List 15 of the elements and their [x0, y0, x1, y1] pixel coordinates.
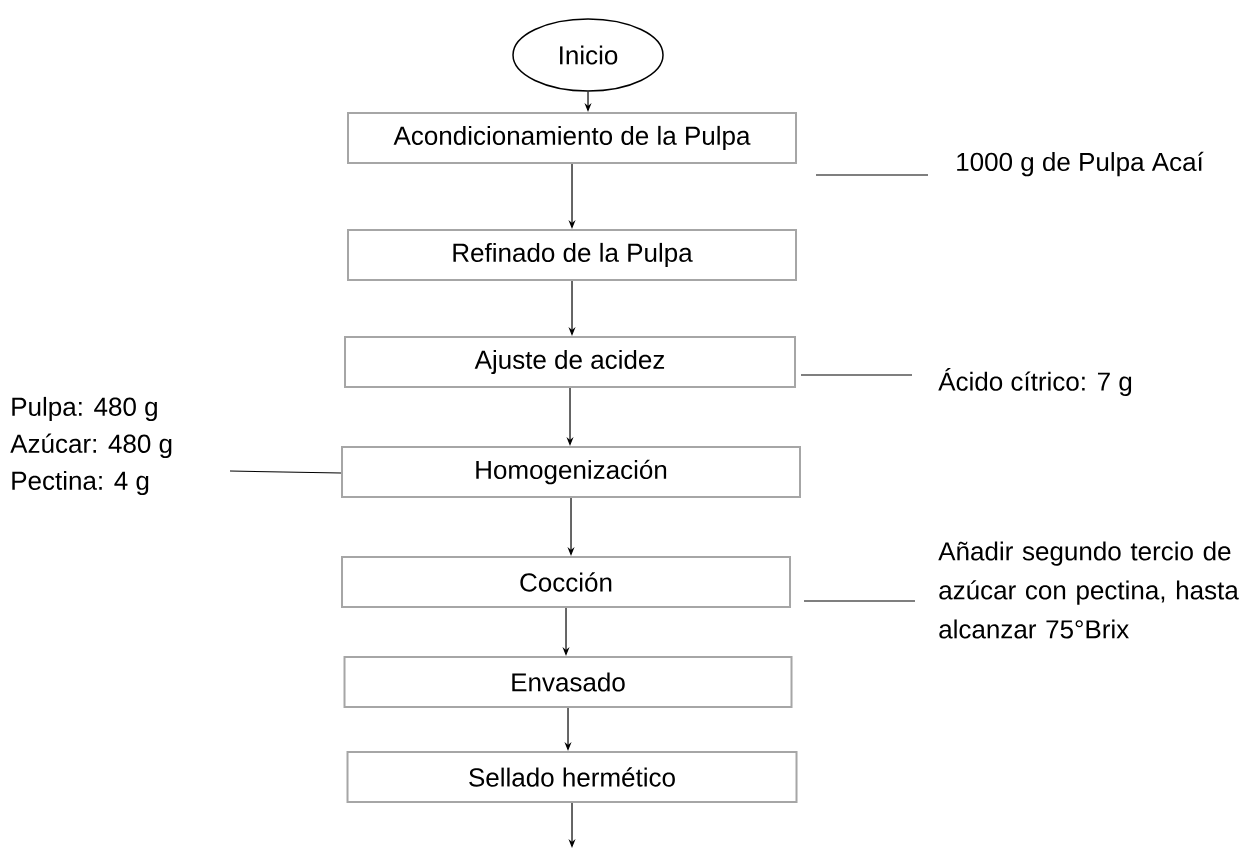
note-text: Ácido cítrico: 7 g	[938, 368, 1132, 396]
note-text: Pulpa: 480 g Azúcar: 480 g Pectina: 4 g	[10, 396, 172, 496]
leader-line	[229, 470, 342, 474]
leader-line	[815, 174, 929, 176]
process-box: Acondicionamiento de la Pulpa	[347, 112, 797, 164]
note-text: 1000 g de Pulpa Acaí	[957, 151, 1204, 177]
process-box: Sellado hermético	[346, 751, 798, 803]
leader-line	[803, 600, 916, 602]
process-box: Ajuste de acidez	[344, 336, 796, 388]
process-box: Homogenización	[341, 446, 801, 498]
note-text: Añadir segundo tercio de azúcar con pectina, hasta alcanzar 75°Brix	[938, 541, 1239, 639]
process-box: Cocción	[341, 556, 791, 608]
process-box: Envasado	[343, 656, 793, 708]
process-box: Refinado de la Pulpa	[347, 229, 797, 281]
leader-line	[800, 374, 913, 376]
